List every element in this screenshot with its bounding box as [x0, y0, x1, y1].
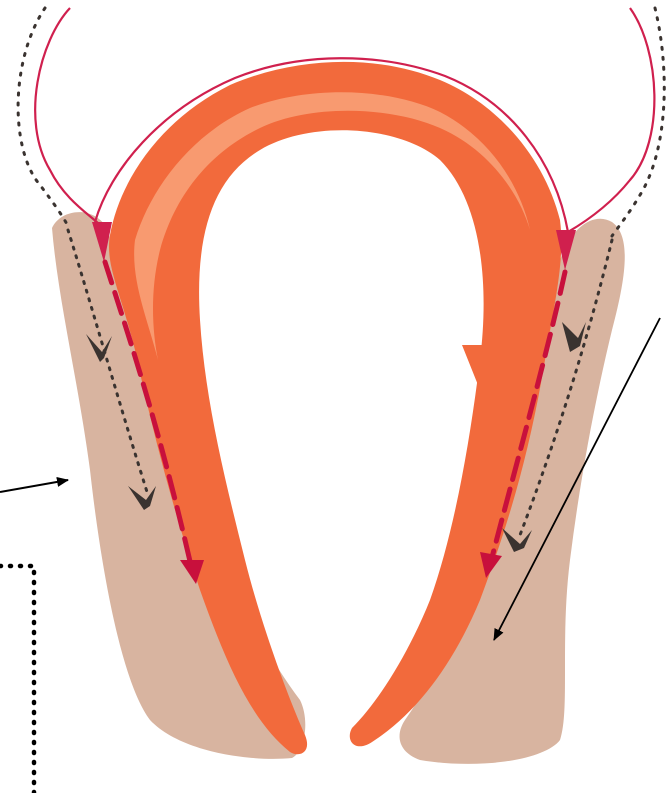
- left-cup-outline: [35, 8, 100, 225]
- dotted-bracket: [0, 566, 34, 793]
- left-dotted-boundary: [18, 8, 68, 226]
- right-cup-outline: [568, 8, 654, 232]
- right-dotted-boundary: [612, 8, 664, 236]
- left-pointer-arrow: [0, 480, 68, 492]
